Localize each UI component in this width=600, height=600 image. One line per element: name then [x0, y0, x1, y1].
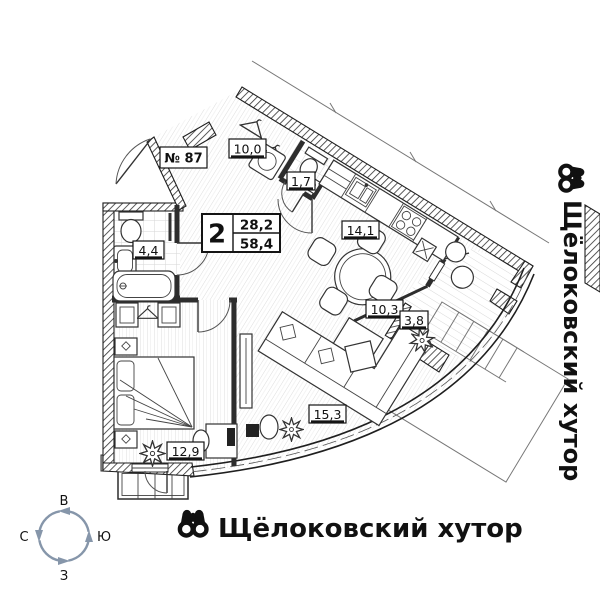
wardrobe-cabinet — [157, 302, 181, 328]
entrance-door-arc — [115, 138, 151, 185]
bathtub — [112, 270, 176, 302]
desk-monitor — [227, 428, 235, 446]
dining-chair — [319, 286, 349, 316]
loggia-chair — [450, 265, 474, 289]
compass-arrow — [58, 557, 70, 565]
label-loggia: 10,3 — [365, 299, 404, 319]
bedroom-door-arc — [197, 299, 231, 333]
balcony-door-arc — [144, 470, 168, 494]
svg-text:1,7: 1,7 — [291, 174, 311, 189]
apartment-info-box: 2 28,2 58,4 — [201, 213, 281, 253]
area-labels: 10,0 1,7 4,4 14,1 10,3 3,8 15,3 12,9 — [132, 138, 429, 461]
compass-north: С — [19, 530, 28, 545]
label-kitchen: 14,1 — [341, 220, 380, 240]
nightstand — [114, 430, 138, 449]
kitchen-door-arc — [277, 198, 313, 234]
svg-text:12,9: 12,9 — [172, 444, 200, 459]
wardrobe-cabinet — [115, 302, 139, 328]
label-bedroom: 12,9 — [166, 441, 205, 461]
compass-rose: В С Ю З — [19, 494, 111, 584]
svg-text:№ 87: № 87 — [164, 152, 202, 167]
media-box — [246, 424, 259, 437]
svg-text:15,3: 15,3 — [314, 407, 342, 422]
neighbor-wall — [584, 204, 600, 293]
svg-text:14,1: 14,1 — [347, 223, 375, 238]
corner-sofa — [257, 310, 432, 427]
living-area: 28,2 — [240, 218, 273, 234]
compass-east: В — [60, 494, 69, 509]
stove — [390, 205, 427, 241]
wc-toilet-tank — [304, 146, 329, 166]
wall-entry-niche — [182, 121, 217, 151]
branding-bottom: Щёлоковский хутор — [180, 510, 523, 544]
kitchen-loggia-window — [428, 260, 446, 282]
pillow — [116, 394, 135, 426]
armchair — [259, 414, 279, 440]
label-bathroom: 4,4 — [132, 240, 165, 260]
apartment-number-label: № 87 — [159, 146, 208, 169]
toilet-bowl — [120, 218, 142, 244]
svg-text:10,3: 10,3 — [371, 302, 399, 317]
label-living-room: 15,3 — [308, 404, 347, 424]
nightstand — [114, 337, 138, 356]
bed — [113, 356, 195, 430]
brand-name-bottom: Щёлоковский хутор — [218, 514, 523, 544]
total-area: 58,4 — [240, 237, 273, 253]
angled-wing — [239, 111, 474, 427]
brand-name-side: Щёлоковский хутор — [558, 200, 586, 481]
curved-window-facade — [131, 267, 535, 478]
label-wc: 1,7 — [286, 171, 316, 191]
compass-arrow — [35, 530, 43, 542]
svg-text:4,4: 4,4 — [139, 243, 159, 258]
loggia-chair — [445, 241, 467, 263]
compass-arrow — [58, 507, 70, 515]
toilet-tank — [118, 211, 144, 221]
rooms-count: 2 — [208, 220, 226, 250]
pillow — [116, 360, 135, 392]
wall-bathroom-top — [102, 202, 184, 212]
label-hallway: 10,0 — [228, 138, 267, 159]
compass-south: Ю — [97, 530, 111, 545]
label-loggia-small: 3,8 — [399, 310, 429, 330]
wall-entry — [146, 136, 187, 211]
compass-arrow — [85, 530, 93, 542]
entrance-door-leaf — [115, 138, 152, 185]
svg-text:10,0: 10,0 — [234, 142, 262, 157]
neighbor-structures — [251, 60, 600, 483]
svg-text:3,8: 3,8 — [404, 313, 424, 328]
compass-west: З — [60, 569, 68, 584]
bathroom-fixtures — [112, 211, 176, 302]
dining-chair — [307, 237, 337, 267]
wall-left — [102, 202, 115, 472]
living-room-furniture — [239, 333, 304, 442]
branding-side: Щёлоковский хутор — [558, 166, 586, 481]
